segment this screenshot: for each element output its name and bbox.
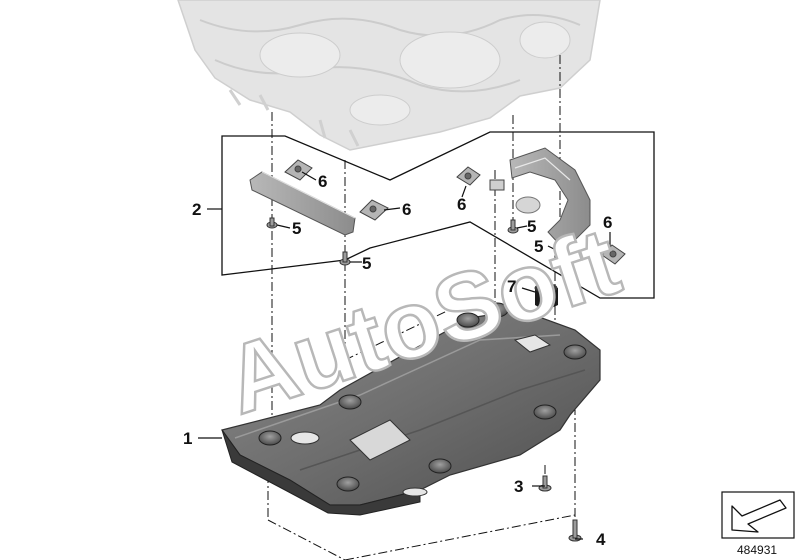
- skid-plate: [220, 302, 601, 516]
- bracket-group-frame: [221, 131, 655, 299]
- callout-5c: 5: [527, 217, 536, 236]
- engine-ghost: [177, 0, 601, 151]
- callout-6c: 6: [457, 195, 466, 214]
- callout-6a: 6: [318, 172, 327, 191]
- left-bracket: [249, 171, 356, 236]
- clip-nuts: [284, 159, 626, 265]
- callout-5b: 5: [362, 254, 371, 273]
- callout-1: 1: [183, 429, 192, 448]
- leader-lines: [198, 171, 611, 540]
- screws-5: [266, 217, 566, 266]
- right-bracket: [509, 147, 591, 246]
- callout-5d: 5: [534, 237, 543, 256]
- callout-6d: 6: [603, 213, 612, 232]
- callout-6b: 6: [402, 200, 411, 219]
- arrow-down-left-icon: [731, 499, 787, 533]
- callout-3: 3: [514, 477, 523, 496]
- reference-number: 484931: [737, 543, 777, 557]
- callouts: 1 2 3 4 5 5 5 5 6 6 6 6 7: [183, 172, 612, 549]
- rubber-buffer: [534, 283, 558, 309]
- callout-5a: 5: [292, 219, 301, 238]
- callout-2: 2: [192, 200, 201, 219]
- callout-7: 7: [507, 277, 516, 296]
- reference-box: 484931: [721, 491, 795, 557]
- callout-4: 4: [596, 530, 606, 549]
